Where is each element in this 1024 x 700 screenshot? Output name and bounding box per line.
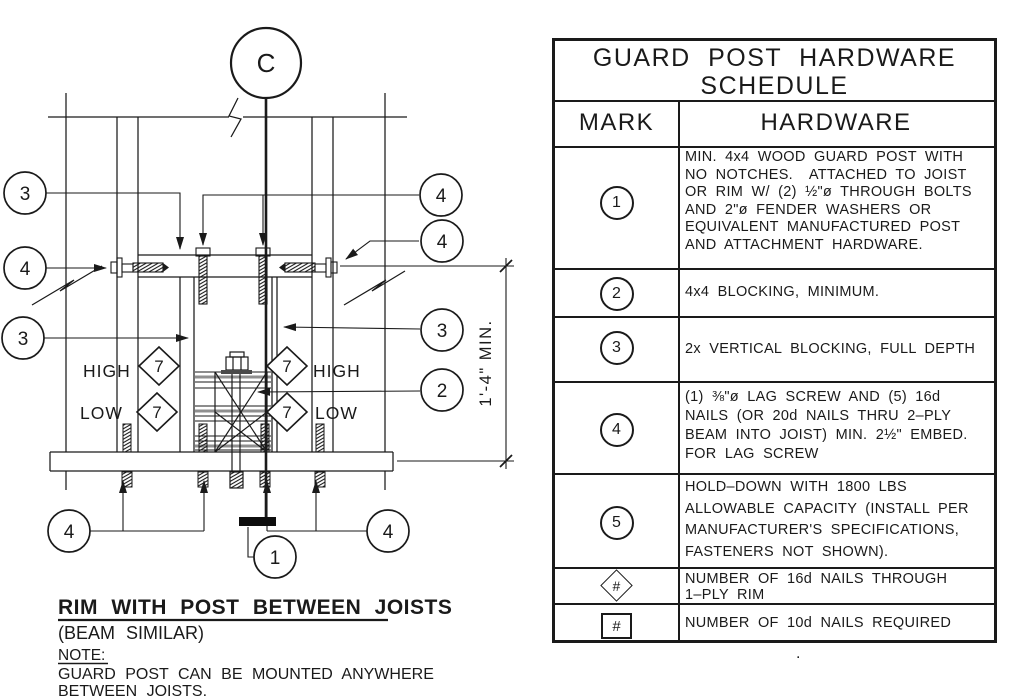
- note-line-1: GUARD POST CAN BE MOUNTED ANYWHERE: [58, 666, 434, 683]
- hold-down-rod: [221, 351, 252, 489]
- mark-3: 3: [599, 331, 634, 365]
- callout-2-right: 2: [420, 368, 464, 412]
- svg-text:4: 4: [383, 522, 394, 543]
- dimension-text: 1'-4" MIN.: [477, 319, 495, 406]
- blocking-laminations: [195, 371, 271, 453]
- framing-lines: [31, 93, 407, 490]
- table-rule: [555, 567, 994, 569]
- svg-text:4: 4: [436, 186, 447, 207]
- svg-text:4: 4: [64, 522, 75, 543]
- break-symbol-right: [343, 270, 406, 306]
- svg-text:7: 7: [152, 403, 161, 422]
- break-symbol-left: [31, 265, 103, 306]
- table-rule: [555, 146, 994, 148]
- drawing-title-block: RIM WITH POST BETWEEN JOISTS (BEAM SIMIL…: [58, 596, 452, 700]
- svg-text:1: 1: [270, 548, 281, 569]
- mark-4: 4: [599, 413, 634, 447]
- hardware-schedule-table: GUARD POST HARDWARE SCHEDULE MARK HARDWA…: [552, 38, 997, 643]
- callout-4-left: 4: [3, 246, 47, 290]
- post-base-bar: [239, 517, 276, 526]
- callout-4-right-2: 4: [420, 219, 464, 263]
- bottom-rim: [49, 451, 394, 472]
- column-header-mark: MARK: [578, 109, 655, 136]
- rim-board: [138, 254, 312, 278]
- lag-screw-left: [110, 257, 169, 278]
- callout-4-bottom-right: 4: [366, 509, 410, 553]
- note-line-2: BETWEEN JOISTS.: [58, 683, 207, 700]
- lag-screw-right: [279, 257, 338, 278]
- column-header-hardware: HARDWARE: [760, 109, 912, 136]
- callout-1-bottom: 1: [253, 535, 297, 579]
- diamond-7-left-low: 7: [135, 391, 179, 433]
- label-high-left: HIGH: [83, 361, 131, 381]
- svg-text:3: 3: [20, 184, 31, 205]
- svg-text:3: 3: [18, 329, 29, 350]
- mark-square-hash: #: [601, 613, 632, 639]
- callout-3-right: 3: [420, 308, 464, 352]
- hex-nut: [225, 356, 249, 371]
- mark-2: 2: [599, 277, 634, 311]
- leader-lines: [44, 192, 421, 558]
- diamond-7-left-high: 7: [137, 345, 181, 387]
- table-rule: [555, 603, 994, 605]
- table-rule: [555, 100, 994, 102]
- svg-text:4: 4: [20, 259, 31, 280]
- drawing-title: RIM WITH POST BETWEEN JOISTS: [58, 596, 452, 619]
- mark-diamond-hash: #: [600, 569, 633, 602]
- diamond-7-right-low: 7: [265, 391, 309, 433]
- high-low-labels: HIGH LOW HIGH LOW: [80, 361, 361, 423]
- label-low-right: LOW: [315, 403, 358, 423]
- washer-plate: [221, 370, 252, 374]
- callout-4-bottom-left: 4: [47, 509, 91, 553]
- mark-1: 1: [599, 186, 634, 220]
- schedule-title-line-2: SCHEDULE: [700, 72, 849, 100]
- break-symbol-top: [228, 97, 242, 138]
- svg-text:7: 7: [154, 357, 163, 376]
- svg-text:4: 4: [437, 232, 448, 253]
- svg-text:2: 2: [437, 381, 448, 402]
- hardware-cell-2: 4x4 BLOCKING, MINIMUM.: [685, 284, 880, 300]
- table-rule: [555, 381, 994, 383]
- label-high-right: HIGH: [313, 361, 361, 381]
- table-rule: [555, 268, 994, 270]
- hex-nut-cap: [229, 351, 245, 358]
- rod-tip: [229, 471, 244, 489]
- through-bolts: [195, 247, 271, 305]
- hardware-cell-7: NUMBER OF 10d NAILS REQUIRED: [685, 615, 952, 631]
- callout-3-left: 3: [1, 316, 45, 360]
- label-low-left: LOW: [80, 403, 123, 423]
- svg-text:3: 3: [437, 321, 448, 342]
- dimension-1-4-min: [340, 258, 514, 469]
- drawing-subtitle: (BEAM SIMILAR): [58, 623, 204, 643]
- mark-5: 5: [599, 506, 634, 540]
- table-rule: [555, 316, 994, 318]
- callout-3-top-left: 3: [3, 171, 47, 215]
- table-rule: [555, 473, 994, 475]
- nail-count-diamonds: 7 7 7 7: [135, 345, 309, 433]
- section-marker-label: C: [257, 48, 276, 78]
- stray-period: .: [796, 645, 801, 662]
- column-divider: [678, 100, 680, 640]
- svg-text:7: 7: [282, 357, 291, 376]
- callout-4-top-right: 4: [419, 173, 463, 217]
- schedule-title-line-1: GUARD POST HARDWARE: [592, 44, 957, 72]
- section-marker: C: [229, 26, 303, 100]
- bottom-lag-screws: [121, 423, 326, 488]
- hardware-cell-3: 2x VERTICAL BLOCKING, FULL DEPTH: [685, 341, 976, 357]
- note-label: NOTE:: [58, 647, 105, 664]
- svg-text:7: 7: [282, 403, 291, 422]
- diamond-7-right-high: 7: [265, 345, 309, 387]
- callout-bubbles: 3 4 4 4 3 3 2 4 4 1: [1, 171, 464, 579]
- detail-drawing: 1'-4" MIN. C 3 4 4 4 3 3 2 4 4 1 7 7 7 7: [1, 26, 514, 700]
